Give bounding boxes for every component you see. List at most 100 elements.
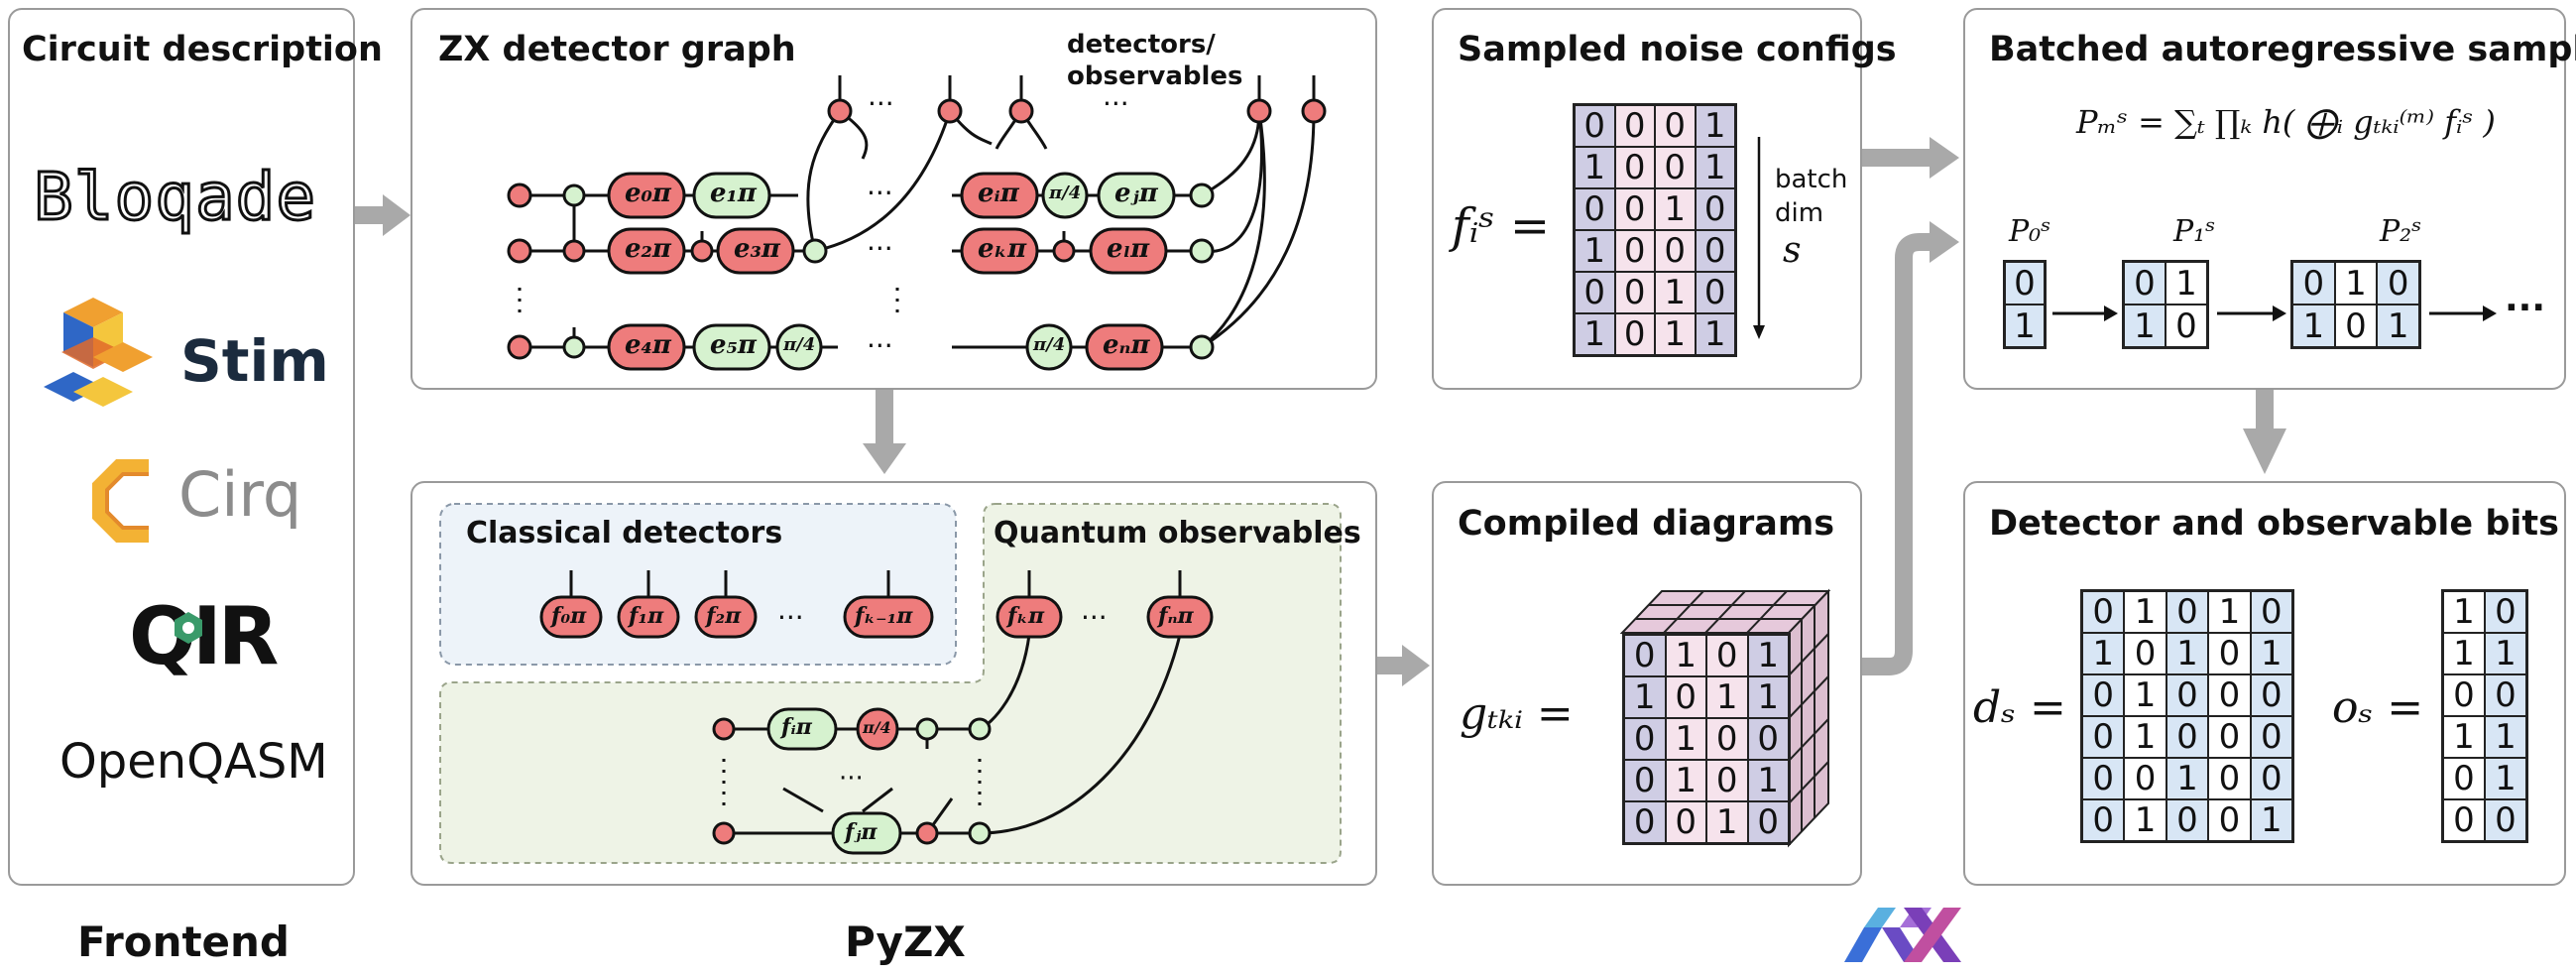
compiled-matrix-cell: 1	[1665, 718, 1706, 760]
noise-matrix-cell: 0	[1575, 105, 1615, 147]
zx-node-ei: eᵢπ	[978, 179, 1019, 208]
stage-2-cell: 1	[2292, 305, 2335, 347]
cirq-text: Cirq	[178, 458, 302, 531]
zx-node-e4: e₄π	[625, 330, 671, 360]
batch-label-1: batch	[1775, 165, 1848, 194]
stage-2-cell: 0	[2377, 262, 2419, 305]
noise-matrix-cell: 1	[1575, 147, 1615, 188]
noise-matrix-cell: 1	[1695, 105, 1735, 147]
noise-matrix-cell: 0	[1655, 147, 1696, 188]
stage-2-cell: 1	[2334, 262, 2378, 305]
compiled-matrix-cell: 1	[1624, 676, 1666, 718]
openqasm-text: OpenQASM	[59, 734, 328, 790]
sampler-trail: ···	[2505, 288, 2546, 328]
classical-ellipsis: ···	[777, 601, 804, 634]
d-matrix-cell: 1	[2208, 591, 2251, 633]
noise-matrix-cell: 1	[1655, 313, 1696, 355]
compiled-matrix-cell: 1	[1747, 760, 1789, 801]
d-matrix-cell: 0	[2082, 591, 2125, 633]
pyzx-label: PyZX	[845, 917, 966, 966]
o-matrix-cell: 0	[2443, 799, 2485, 841]
stage-2-cell: 0	[2334, 305, 2378, 347]
frontend-panel	[8, 8, 355, 886]
quantum-inner-fj: fⱼπ	[845, 819, 878, 845]
bloqade-text: Bloqade	[32, 158, 317, 237]
noise-matrix-cell: 1	[1695, 313, 1735, 355]
noise-matrix-cell: 0	[1695, 188, 1735, 230]
zx-annotation-2: observables	[1067, 61, 1243, 91]
compiled-title: Compiled diagrams	[1458, 504, 1835, 544]
compiled-matrix-cell: 0	[1665, 676, 1706, 718]
classical-node-f0: f₀π	[551, 603, 587, 629]
d-matrix-cell: 0	[2166, 674, 2209, 716]
frontend-title: Circuit description	[22, 30, 383, 69]
noise-matrix-cell: 0	[1614, 313, 1655, 355]
qir-logo: QIR	[129, 590, 279, 682]
d-matrix-cell: 0	[2250, 716, 2292, 758]
d-matrix-cell: 0	[2250, 758, 2292, 799]
zx-node-pi4-a: π/4	[1049, 183, 1082, 203]
compiled-matrix-cell: 1	[1665, 760, 1706, 801]
zx-node-ej: eⱼπ	[1114, 179, 1158, 208]
batch-symbol: s	[1783, 230, 1802, 271]
d-matrix-cell: 1	[2250, 633, 2292, 674]
quantum-inner-pi4: π/4	[863, 718, 891, 737]
o-matrix-cell: 0	[2443, 758, 2485, 799]
zx-annotation-1: detectors/	[1067, 30, 1216, 60]
d-matrix-cell: 0	[2124, 633, 2166, 674]
zx-ellipsis-row3: ···	[867, 329, 893, 362]
compiled-matrix-cell: 0	[1624, 760, 1666, 801]
compiled-matrix-cell: 1	[1747, 676, 1789, 718]
stage-1-cell: 1	[2124, 305, 2166, 347]
stage-label-0: P₀ˢ	[2009, 214, 2051, 249]
zx-node-pi4-b: π/4	[783, 334, 816, 355]
sampler-title: Batched autoregressive sampler	[1989, 30, 2576, 69]
d-matrix-cell: 1	[2250, 799, 2292, 841]
d-matrix-cell: 0	[2166, 716, 2209, 758]
o-matrix-cell: 0	[2443, 674, 2485, 716]
zx-ellipsis-row1: ···	[867, 177, 893, 209]
compiled-matrix-cell: 0	[1706, 718, 1748, 760]
compiled-symbol: gₜₖᵢ =	[1460, 688, 1574, 739]
classical-node-f2: f₂π	[706, 603, 742, 629]
stage-1-cell: 1	[2166, 262, 2207, 305]
d-matrix-cell: 1	[2082, 633, 2125, 674]
zx-node-ek: eₖπ	[978, 234, 1027, 264]
noise-matrix-cell: 0	[1614, 230, 1655, 272]
o-matrix-cell: 1	[2485, 716, 2526, 758]
d-matrix-cell: 0	[2082, 799, 2125, 841]
o-symbol: oₛ =	[2332, 682, 2424, 733]
d-matrix-cell: 0	[2082, 758, 2125, 799]
compiled-matrix-cell: 0	[1706, 635, 1748, 676]
d-matrix-cell: 0	[2082, 674, 2125, 716]
noise-matrix-cell: 0	[1695, 272, 1735, 313]
zx-ellipsis-row2: ···	[867, 232, 893, 265]
d-matrix-cell: 1	[2124, 674, 2166, 716]
noise-matrix-cell: 0	[1655, 230, 1696, 272]
compiled-matrix-cell: 1	[1706, 801, 1748, 843]
o-matrix-cell: 1	[2485, 758, 2526, 799]
d-matrix-cell: 0	[2166, 591, 2209, 633]
zx-node-e1: e₁π	[710, 179, 757, 208]
stage-2-cell: 1	[2377, 305, 2419, 347]
bloqade-logo: Bloqade	[34, 154, 324, 230]
d-matrix-cell: 1	[2124, 799, 2166, 841]
zx-ellipsis-top-2: ···	[1103, 87, 1129, 120]
zx-node-e0: e₀π	[625, 179, 671, 208]
compiled-matrix-cell: 0	[1665, 801, 1706, 843]
stage-1-cell: 0	[2166, 305, 2207, 347]
zx-node-en: eₙπ	[1103, 330, 1150, 360]
noise-symbol: fᵢˢ =	[1452, 198, 1551, 254]
frontend-label: Frontend	[77, 917, 290, 966]
d-matrix-cell: 0	[2250, 674, 2292, 716]
quantum-node-fn: fₙπ	[1158, 603, 1194, 629]
stage-0-cell: 1	[2005, 305, 2045, 347]
compiled-matrix-cell: 0	[1624, 801, 1666, 843]
noise-matrix-cell: 0	[1575, 188, 1615, 230]
noise-matrix-cell: 0	[1614, 272, 1655, 313]
